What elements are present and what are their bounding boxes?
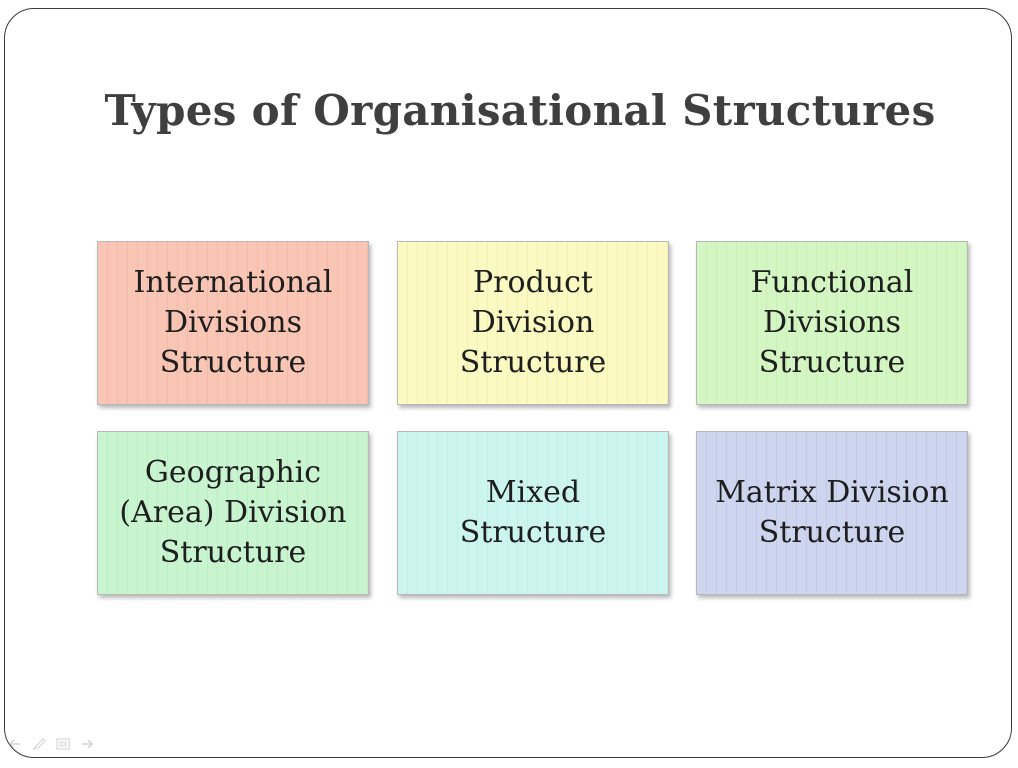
box-functional-divisions: Functional Divisions Structure — [696, 241, 968, 405]
box-label: International Divisions Structure — [133, 265, 333, 380]
next-arrow-icon[interactable] — [80, 738, 94, 750]
box-matrix-division: Matrix Division Structure — [696, 431, 968, 595]
box-label: Mixed Structure — [459, 475, 607, 550]
menu-icon[interactable] — [56, 738, 70, 750]
previous-arrow-icon[interactable] — [8, 738, 22, 750]
pen-icon[interactable] — [32, 738, 46, 750]
box-label: Geographic (Area) Division Structure — [119, 455, 347, 570]
box-product-division: Product Division Structure — [397, 241, 669, 405]
slide-title: Types of Organisational Structures — [104, 86, 936, 135]
box-geographic-division: Geographic (Area) Division Structure — [97, 431, 369, 595]
box-label: Functional Divisions Structure — [750, 265, 914, 380]
box-mixed-structure: Mixed Structure — [397, 431, 669, 595]
box-international-divisions: International Divisions Structure — [97, 241, 369, 405]
box-label: Product Division Structure — [459, 265, 607, 380]
box-label: Matrix Division Structure — [715, 475, 949, 550]
slide-controls — [8, 738, 94, 750]
